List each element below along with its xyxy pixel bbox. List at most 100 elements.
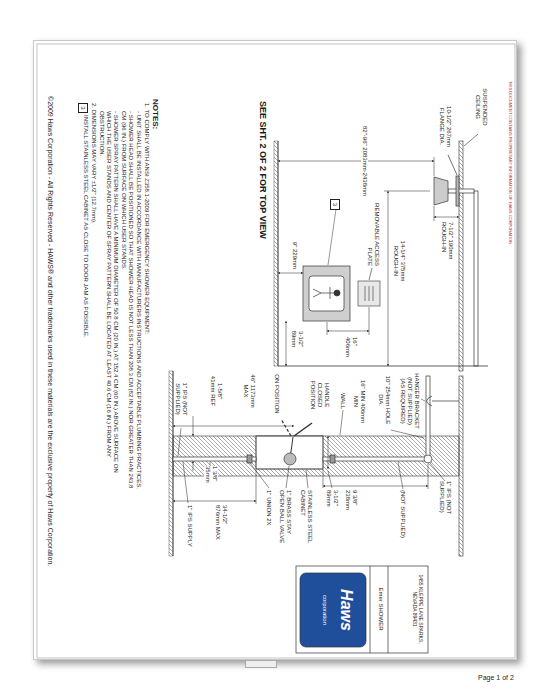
- shower-head-assembly: [448, 189, 474, 193]
- part-label: 1" IPS (NOT SUPPLIED): [174, 374, 188, 424]
- title-block: [388, 566, 389, 653]
- side-view-dimensions: [278, 157, 459, 366]
- ceiling: [459, 134, 478, 556]
- dimension-label: 82"-96" 2083mm-2438mm: [361, 126, 368, 196]
- title-block: [370, 566, 371, 653]
- section-leaders-dimensions: [323, 486, 428, 487]
- section-leaders-dimensions: [173, 501, 256, 502]
- ceiling: [459, 376, 463, 556]
- supply-piping: [247, 455, 252, 463]
- part-label: ON POSITION: [273, 371, 280, 417]
- part-label: (NOT SUPPLIED): [399, 490, 406, 540]
- landscape-sheet: THIS DOCUMENT CONTAINS PROPRIETARY INFOR…: [34, 41, 518, 661]
- dimension-label: 34-1/2" 876mm MAX: [214, 505, 228, 541]
- dimension-label: 3-1/2" 89mm: [290, 325, 304, 353]
- part-label: HANGER BRACKET (NOT SUPPLIED) (AS REQUIR…: [399, 373, 420, 429]
- section-leaders-dimensions: [340, 410, 343, 435]
- part-label: REMOVABLE ACCESS PLATE: [366, 191, 380, 266]
- view-reference: SEE SHT. 2 OF 2 FOR TOP VIEW: [257, 101, 268, 341]
- supply-piping: [424, 455, 432, 463]
- side-view-dimensions: [434, 157, 435, 176]
- sheet-frame: [37, 44, 515, 658]
- supply-piping: [323, 457, 428, 461]
- title-block: [296, 566, 428, 653]
- shower-head-assembly: [434, 177, 448, 205]
- side-view-dimensions: [278, 161, 434, 162]
- dimension-label: 9 3/8" 238mm: [344, 490, 358, 522]
- side-view-wall-floor: [278, 366, 488, 367]
- side-view-dimensions: [434, 206, 435, 221]
- title-text: Emer SHOWER: [377, 569, 384, 649]
- access-plate: [358, 268, 380, 306]
- wall-section: [256, 436, 323, 469]
- dimension-label: 14-1/4" 375mm ROUGH-IN: [392, 231, 406, 291]
- dimension-label: 16" MIN 406mm MIN: [352, 374, 366, 429]
- sheet-frame: [37, 44, 515, 658]
- section-leaders-dimensions: [391, 430, 424, 438]
- dimension-label: 10" 254mm HOLE DIA.: [377, 374, 391, 426]
- logo-text: Haws: [336, 571, 355, 649]
- note-text: - UNIT SHALL BE INSTALLED IN ACCORDANCE …: [135, 111, 142, 491]
- shower-head-assembly: [456, 176, 459, 206]
- ceiling: [459, 141, 463, 371]
- drawing-sheet: THIS DOCUMENT CONTAINS PROPRIETARY INFOR…: [33, 40, 517, 660]
- dimension-label: 16" 406mm: [344, 337, 358, 363]
- section-leaders-dimensions: [421, 399, 425, 401]
- logo-text: corporation: [321, 571, 328, 649]
- notes-heading: NOTES:: [151, 99, 160, 199]
- dimension-label: 7-1/2" 190mm ROUGH-IN: [440, 222, 454, 262]
- page-tab: [245, 660, 277, 668]
- section-leaders-dimensions: [173, 426, 294, 427]
- access-plate: [358, 281, 380, 306]
- section-leaders-dimensions: [256, 470, 257, 504]
- side-view-wall-floor: [274, 141, 488, 366]
- ceiling: [464, 134, 478, 146]
- supply-piping: [330, 455, 335, 463]
- section-leaders-dimensions: [398, 462, 403, 489]
- part-label: SUSPENDED CEILING: [474, 81, 488, 133]
- section-leaders-dimensions: [428, 464, 429, 489]
- shower-cabinet-front: [309, 276, 344, 311]
- note-text: - SHOWER SPRAY PATTERN SHALL HAVE A MINI…: [98, 111, 119, 491]
- section-leaders-dimensions: [193, 416, 194, 436]
- access-plate: [365, 286, 373, 301]
- section-leaders-dimensions: [183, 462, 188, 503]
- supply-piping: [426, 376, 430, 459]
- title-block: [300, 573, 366, 647]
- ball-valve-handle: [294, 423, 312, 436]
- section-leaders-dimensions: [430, 463, 445, 481]
- shower-cabinet-front: [313, 287, 334, 299]
- section-leaders-dimensions: [328, 471, 332, 488]
- dimension-label: 3-1/2" 89mm: [325, 490, 339, 520]
- side-view-dimensions: [384, 191, 430, 192]
- shower-head-assembly: [448, 155, 457, 175]
- section-leaders-dimensions: [323, 470, 324, 488]
- note-text: 2. DIMENSIONS MAY VARY ±1/2" (12.7mm).: [90, 103, 97, 403]
- shower-cabinet-front: [303, 209, 350, 321]
- ball-valve-handle: [284, 453, 296, 465]
- side-view-wall-floor: [274, 141, 278, 366]
- part-label: 1" IPS (NOT SUPPLIED): [438, 481, 452, 533]
- side-view-dimensions: [388, 191, 389, 366]
- supply-piping: [432, 401, 459, 402]
- shower-cabinet-front: [334, 290, 340, 296]
- callout-number: 3: [78, 103, 88, 113]
- side-view-dimensions: [286, 321, 287, 366]
- address-text: 1455 KLEPPE LANE SPARKS, NEVADA 89431: [411, 569, 423, 649]
- part-label: 1" IPS SUPPLY: [186, 505, 193, 550]
- section-leaders-dimensions: [210, 462, 211, 465]
- part-label: WALL: [339, 381, 346, 409]
- note-text: - SHOWER HEAD SHALL BE POSITIONED SO THA…: [120, 111, 134, 491]
- wall-section: [169, 371, 459, 556]
- note-text: INSTALL STAINLESS STEEL CABINET AS CLOSE…: [82, 115, 89, 515]
- section-leaders-dimensions: [193, 461, 194, 471]
- note-text: 1. TO COMPLY WITH ANSI Z358.1-2009 FOR E…: [143, 103, 150, 523]
- side-view-dimensions: [327, 322, 328, 335]
- section-leaders-dimensions: [306, 470, 308, 488]
- callout-number: 3: [330, 199, 340, 210]
- section-leaders-dimensions: [250, 463, 269, 488]
- title-block: [296, 566, 428, 653]
- part-label: 1" UNION 2X: [265, 490, 272, 540]
- shower-cabinet-front: [303, 266, 350, 321]
- section-leaders-dimensions: [286, 466, 289, 488]
